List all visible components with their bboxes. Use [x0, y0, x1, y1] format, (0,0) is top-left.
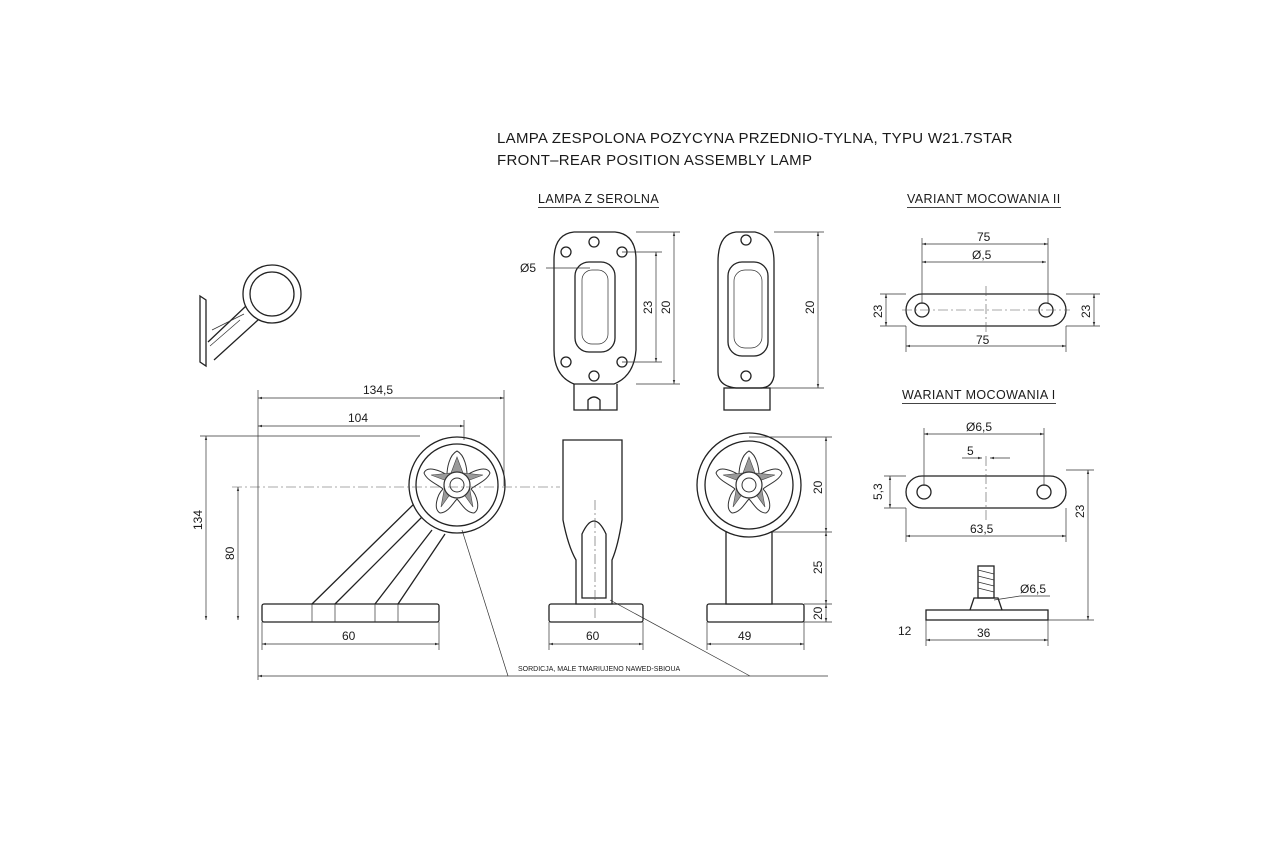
variant-i-plate	[905, 456, 1067, 520]
dim-75-top: 75	[977, 230, 991, 244]
dim-20-top-side: 20	[803, 300, 817, 314]
dim-49: 49	[738, 629, 752, 643]
dim-5-3-v1: 5,3	[871, 483, 885, 500]
view-label-lampa-z-serolna: LAMPA Z SEROLNA	[538, 192, 660, 208]
dim-d6-5-v1: Ø6,5	[966, 420, 992, 434]
variant-ii-plate	[902, 286, 1070, 334]
drawing-subtitle: FRONT–REAR POSITION ASSEMBLY LAMP	[497, 152, 813, 169]
dim-d5: Ø5	[520, 261, 536, 275]
drawing-title: LAMPA ZESPOLONA POZYCYNA PRZEDNIO-TYLNA,…	[497, 130, 1013, 147]
dimension-labels: 134,5 104 134 80 60 Ø5 23 20 20 60 49 20…	[191, 230, 1093, 673]
side-view	[232, 436, 560, 623]
bolt-detail	[925, 565, 1049, 621]
front-view	[548, 439, 644, 623]
top-view-front	[553, 231, 637, 411]
drawing-note: SORDICJA, MALE TMARIUJENO NAWED-SBIOUA	[518, 666, 681, 673]
dim-80: 80	[223, 546, 237, 560]
dim-23-v2-left: 23	[871, 304, 885, 318]
dim-63-5: 63,5	[970, 522, 994, 536]
dim-23-top: 23	[641, 300, 655, 314]
dim-12-bolt: 12	[898, 624, 912, 638]
dim-23-v2-right: 23	[1079, 304, 1093, 318]
dim-134: 134	[191, 510, 205, 530]
dim-25-rear: 25	[811, 560, 825, 574]
dim-23-v1: 23	[1073, 504, 1087, 518]
dim-20-rear-base: 20	[811, 606, 825, 620]
dim-5-v1: 5	[967, 444, 974, 458]
isometric-thumbnail	[199, 264, 302, 368]
dim-20-top: 20	[659, 300, 673, 314]
dim-60-side: 60	[342, 629, 356, 643]
dim-d6-5-bolt: Ø6,5	[1020, 582, 1046, 596]
dim-134-5: 134,5	[363, 383, 393, 397]
dim-60-front: 60	[586, 629, 600, 643]
view-label-variant-ii: VARIANT MOCOWANIA II	[907, 192, 1061, 208]
view-label-wariant-i: WARIANT MOCOWANIA I	[902, 388, 1056, 404]
dim-104: 104	[348, 411, 368, 425]
top-view-side	[717, 231, 775, 411]
dim-20-rear: 20	[811, 480, 825, 494]
rear-view	[696, 432, 805, 623]
dim-36-bolt: 36	[977, 626, 991, 640]
dim-75-bottom: 75	[976, 333, 990, 347]
dim-d5-v2: Ø,5	[972, 248, 992, 262]
dimension-lines	[200, 231, 1100, 680]
